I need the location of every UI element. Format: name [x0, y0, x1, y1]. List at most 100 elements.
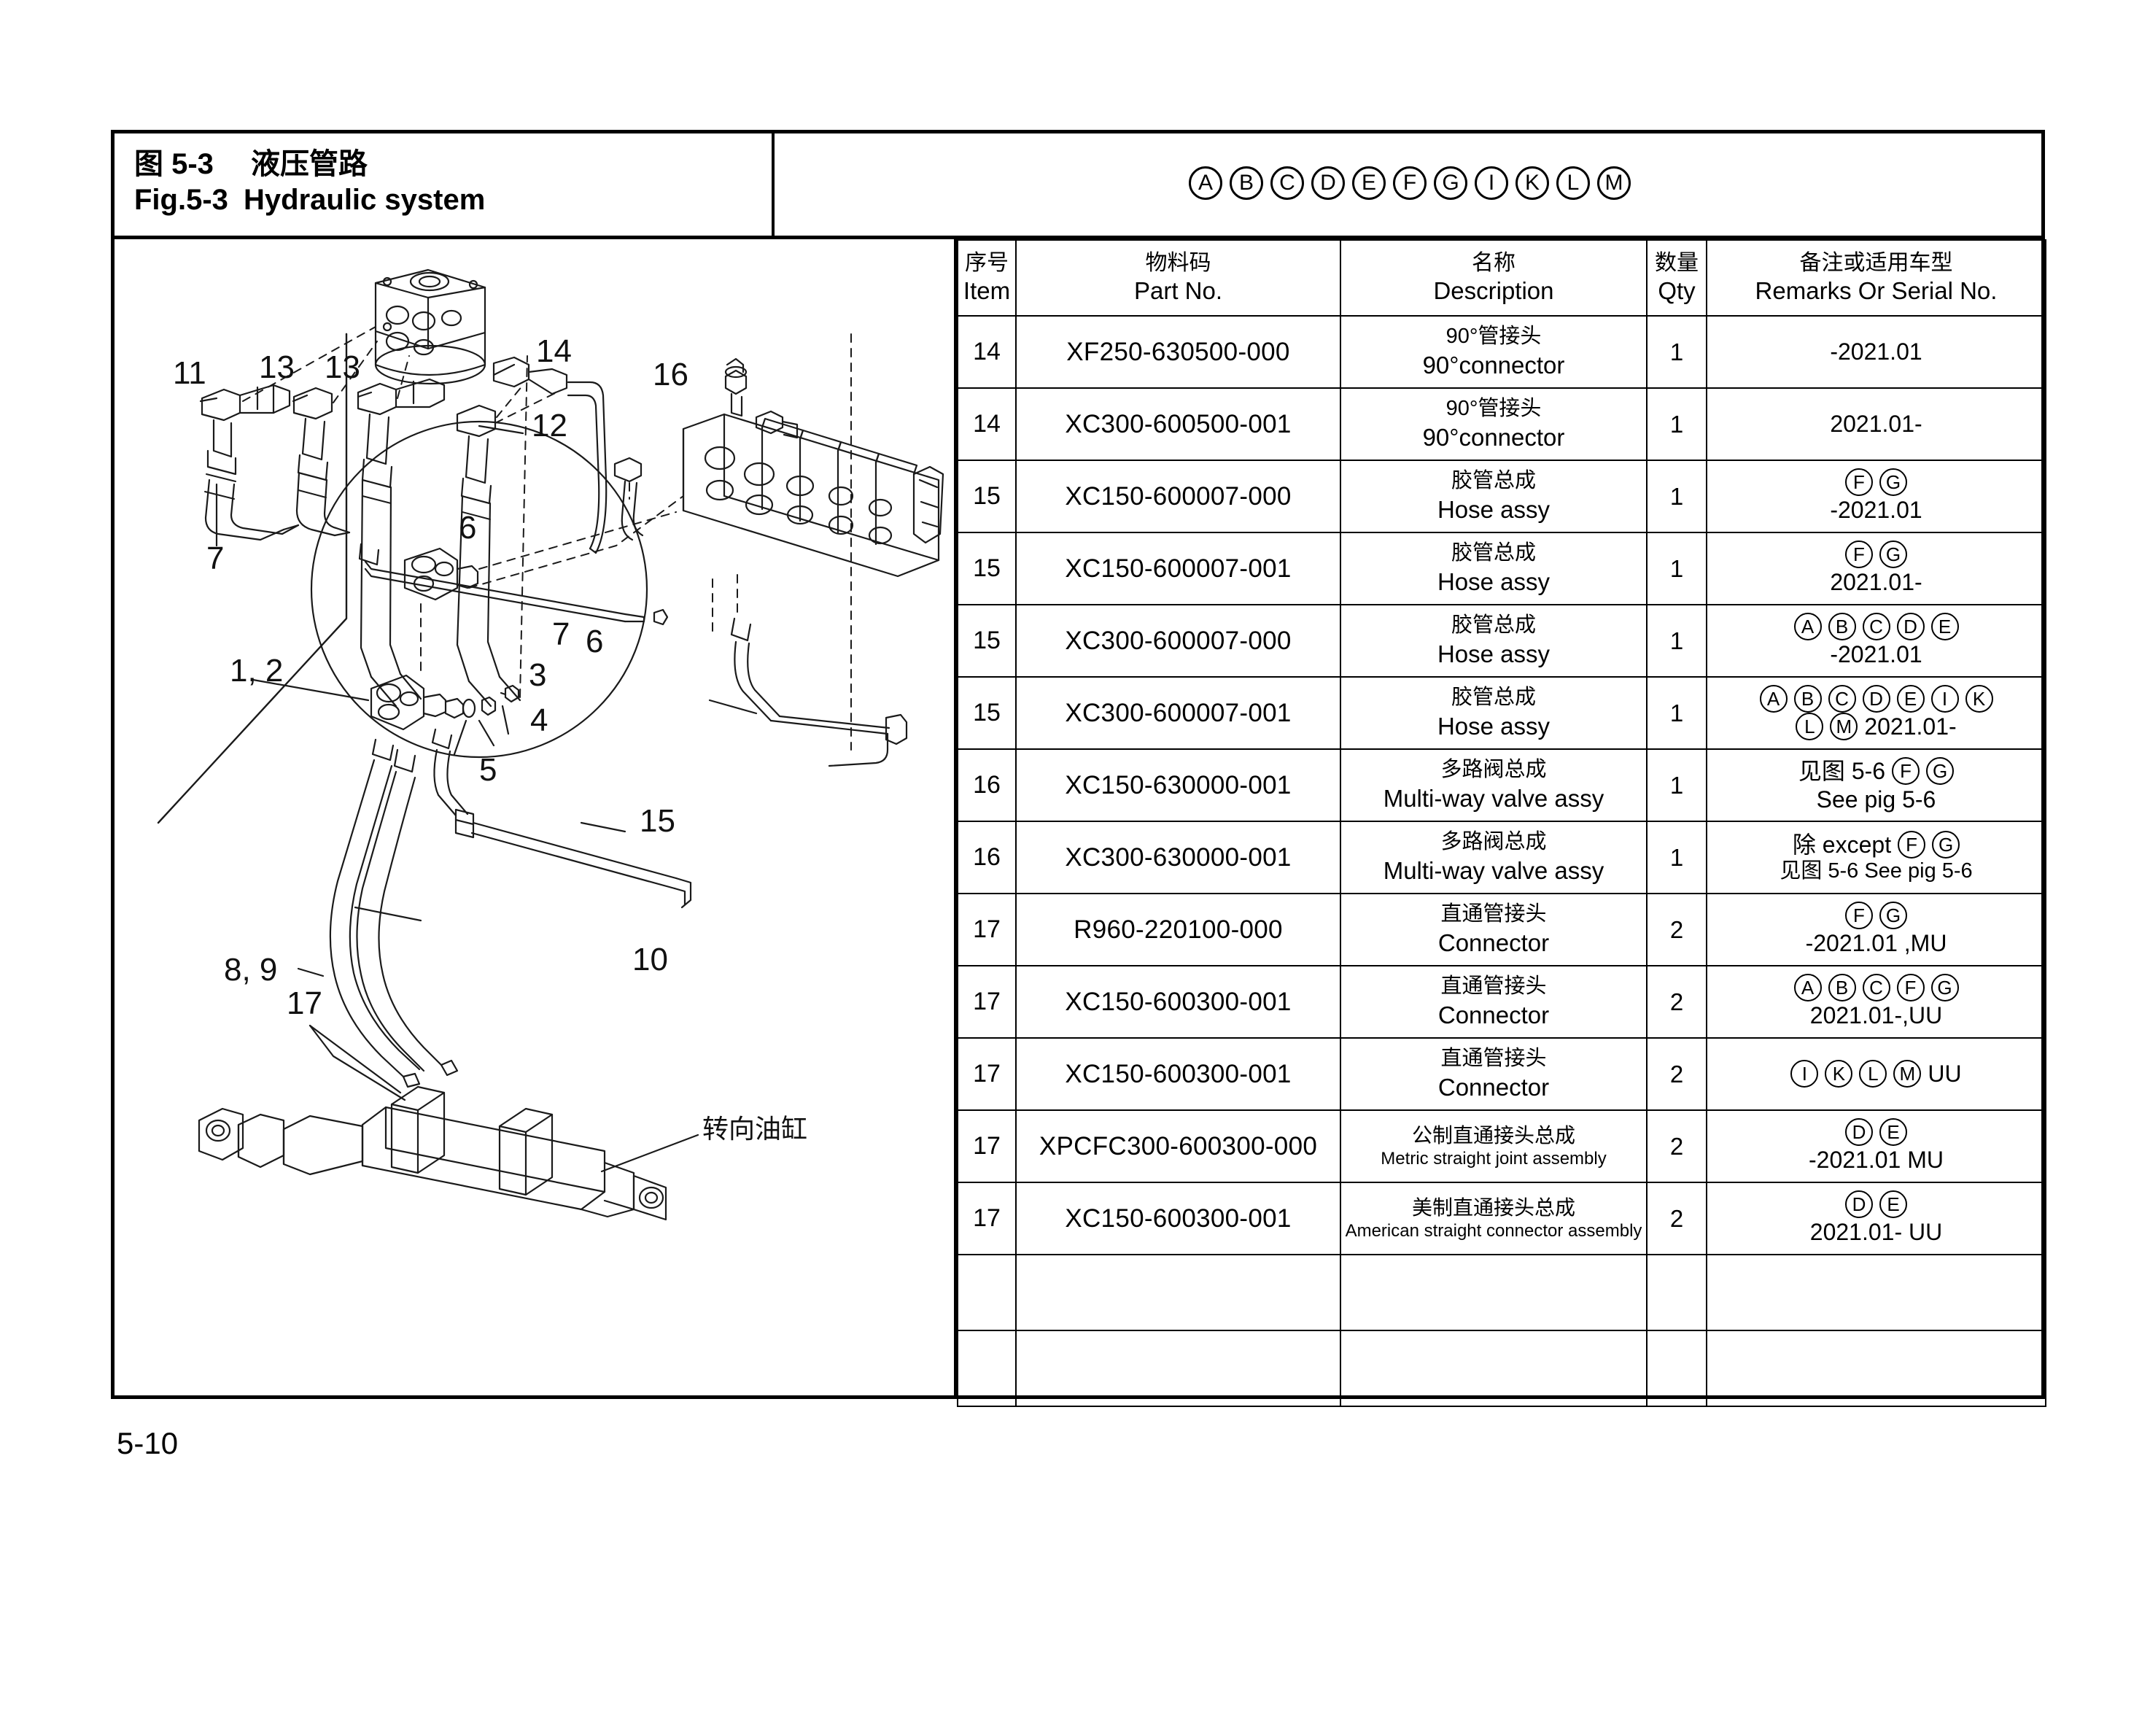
cell-description	[1340, 1330, 1648, 1407]
model-code-a: A	[1189, 166, 1222, 200]
remark-code-a: A	[1759, 685, 1788, 713]
remark-code-l: L	[1859, 1060, 1887, 1088]
steering-cylinder-label: 转向油缸	[702, 1115, 807, 1144]
callout-8-9: 8, 9	[224, 952, 277, 988]
remark-text: 2021.01-	[1830, 569, 1922, 596]
description-english: Multi-way valve assy	[1383, 856, 1604, 884]
header-remarks-en: Remarks Or Serial No.	[1755, 277, 1998, 305]
figure-number-english: Fig.5-3	[134, 184, 228, 216]
remark-text: See pig 5-6	[1816, 786, 1936, 813]
cell-qty: 1	[1646, 748, 1707, 822]
remark-text: 2021.01- UU	[1809, 1219, 1943, 1246]
description-english: Connector	[1437, 929, 1550, 956]
description-chinese: 90°管接头	[1445, 325, 1542, 349]
cell-qty: 1	[1646, 821, 1707, 894]
description-english: Metric straight joint assembly	[1381, 1149, 1607, 1169]
remark-code-d: D	[1896, 613, 1925, 641]
remark-code-g: G	[1879, 468, 1907, 497]
cell-part-no: XC300-600007-001	[1015, 676, 1341, 750]
cell-part-no: XPCFC300-600300-000	[1015, 1109, 1341, 1183]
header-qty-cn: 数量	[1655, 250, 1699, 275]
callout-6b: 6	[586, 624, 603, 659]
cell-qty: 2	[1646, 893, 1707, 966]
cell-qty	[1646, 1254, 1707, 1331]
remark-code-e: E	[1879, 1190, 1907, 1219]
header-qty: 数量 Qty	[1646, 239, 1707, 317]
remark-code-f: F	[1896, 974, 1925, 1002]
remark-code-e: E	[1896, 685, 1925, 713]
description-english: Hose assy	[1437, 640, 1551, 667]
parts-list-table: 序号 Item 物料码 Part No. 名称 Description 数量 Q…	[957, 239, 2046, 1407]
cell-item: 15	[957, 676, 1017, 750]
figure-name-english: Hydraulic system	[244, 184, 486, 216]
remark-line: -2021.01	[1707, 496, 2045, 524]
table-row-empty	[957, 1254, 2046, 1331]
cell-part-no: R960-220100-000	[1015, 893, 1341, 966]
cell-part-no: XC150-600300-001	[1015, 1037, 1341, 1111]
remark-code-i: I	[1930, 685, 1959, 713]
header-item: 序号 Item	[957, 239, 1017, 317]
callout-13b: 13	[325, 349, 360, 385]
description-english: 90°connector	[1422, 423, 1565, 451]
callout-7b: 7	[552, 616, 570, 652]
cell-item: 15	[957, 460, 1017, 533]
remark-code-k: K	[1825, 1060, 1853, 1088]
cell-item: 14	[957, 315, 1017, 389]
header-description: 名称 Description	[1340, 239, 1648, 317]
cell-remarks	[1706, 1254, 2046, 1331]
cell-item: 17	[957, 1109, 1017, 1183]
cell-qty: 2	[1646, 1037, 1707, 1111]
header-remarks-cn: 备注或适用车型	[1799, 250, 1953, 275]
model-code-l: L	[1556, 166, 1590, 200]
remark-code-f: F	[1892, 757, 1920, 786]
remark-text: -2021.01 ,MU	[1805, 930, 1947, 957]
cell-remarks: 2021.01-	[1706, 387, 2046, 461]
remark-text: 见图 5-6 See pig 5-6	[1780, 859, 1973, 883]
cell-item	[957, 1254, 1017, 1331]
remark-code-b: B	[1793, 685, 1822, 713]
cell-qty: 1	[1646, 315, 1707, 389]
header-part-no: 物料码 Part No.	[1015, 239, 1341, 317]
description-chinese: 多路阀总成	[1440, 830, 1547, 854]
table-header-row: 序号 Item 物料码 Part No. 名称 Description 数量 Q…	[957, 239, 2046, 317]
remark-code-m: M	[1893, 1060, 1922, 1088]
remark-line: -2021.01 ,MU	[1707, 929, 2045, 957]
description-english: Hose assy	[1437, 495, 1551, 523]
remark-line: 2021.01-	[1707, 568, 2045, 596]
cell-part-no: XC300-600007-000	[1015, 604, 1341, 678]
cell-part-no: XC300-600500-001	[1015, 387, 1341, 461]
description-english: 90°connector	[1422, 351, 1565, 379]
remark-text: -2021.01	[1830, 338, 1922, 365]
remark-line: 2021.01-,UU	[1707, 1001, 2045, 1029]
remark-code-a: A	[1793, 613, 1822, 641]
remark-code-b: B	[1828, 613, 1856, 641]
cell-part-no: XF250-630500-000	[1015, 315, 1341, 389]
callout-15: 15	[640, 803, 675, 839]
table-row-empty	[957, 1330, 2046, 1407]
description-chinese: 直通管接头	[1440, 974, 1547, 999]
cell-part-no	[1015, 1330, 1341, 1407]
